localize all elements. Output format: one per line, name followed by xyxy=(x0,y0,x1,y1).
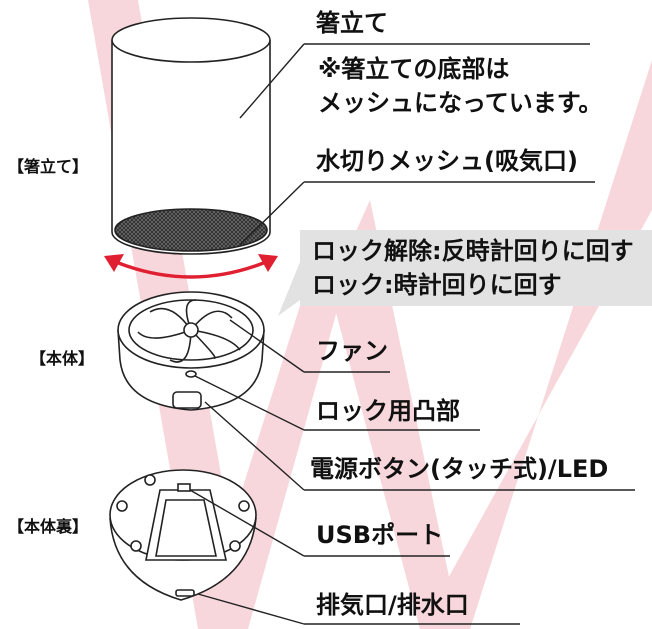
label-drain-mesh: 水切りメッシュ(吸気口) xyxy=(316,147,578,175)
main-body-drawing xyxy=(117,291,265,411)
label-exhaust-drain: 排気口/排水口 xyxy=(316,591,469,619)
chopstick-stand-drawing xyxy=(111,17,271,255)
label-lock-tab: ロック用凸部 xyxy=(316,397,460,425)
callout-line2: ロック:時計回りに回す xyxy=(312,271,562,299)
rotation-arrowhead-right xyxy=(258,254,278,272)
rotation-arrowhead-left xyxy=(104,254,124,272)
leader-lines xyxy=(189,43,635,625)
lock-callout-box xyxy=(300,230,652,306)
label-chopstick-stand: 箸立て xyxy=(316,9,388,37)
label-fan: ファン xyxy=(316,337,388,365)
section-label-main-body-back: 【本体裏】 xyxy=(8,517,89,536)
label-note-line2: メッシュになっています。 xyxy=(318,89,603,117)
drain-mesh-area xyxy=(114,208,268,252)
label-note-line1: ※箸立ての底部は xyxy=(318,55,510,83)
callout-pointer xyxy=(278,262,300,316)
main-body-back-drawing xyxy=(109,469,257,601)
rotation-arrow xyxy=(115,260,267,279)
label-power-button: 電源ボタン(タッチ式)/LED xyxy=(310,455,609,483)
section-label-main-body: 【本体】 xyxy=(30,349,95,368)
label-usb-port: USBポート xyxy=(316,521,444,549)
callout-line1: ロック解除:反時計回りに回す xyxy=(312,237,634,265)
section-label-chopstick-stand: 【箸立て】 xyxy=(8,157,89,176)
